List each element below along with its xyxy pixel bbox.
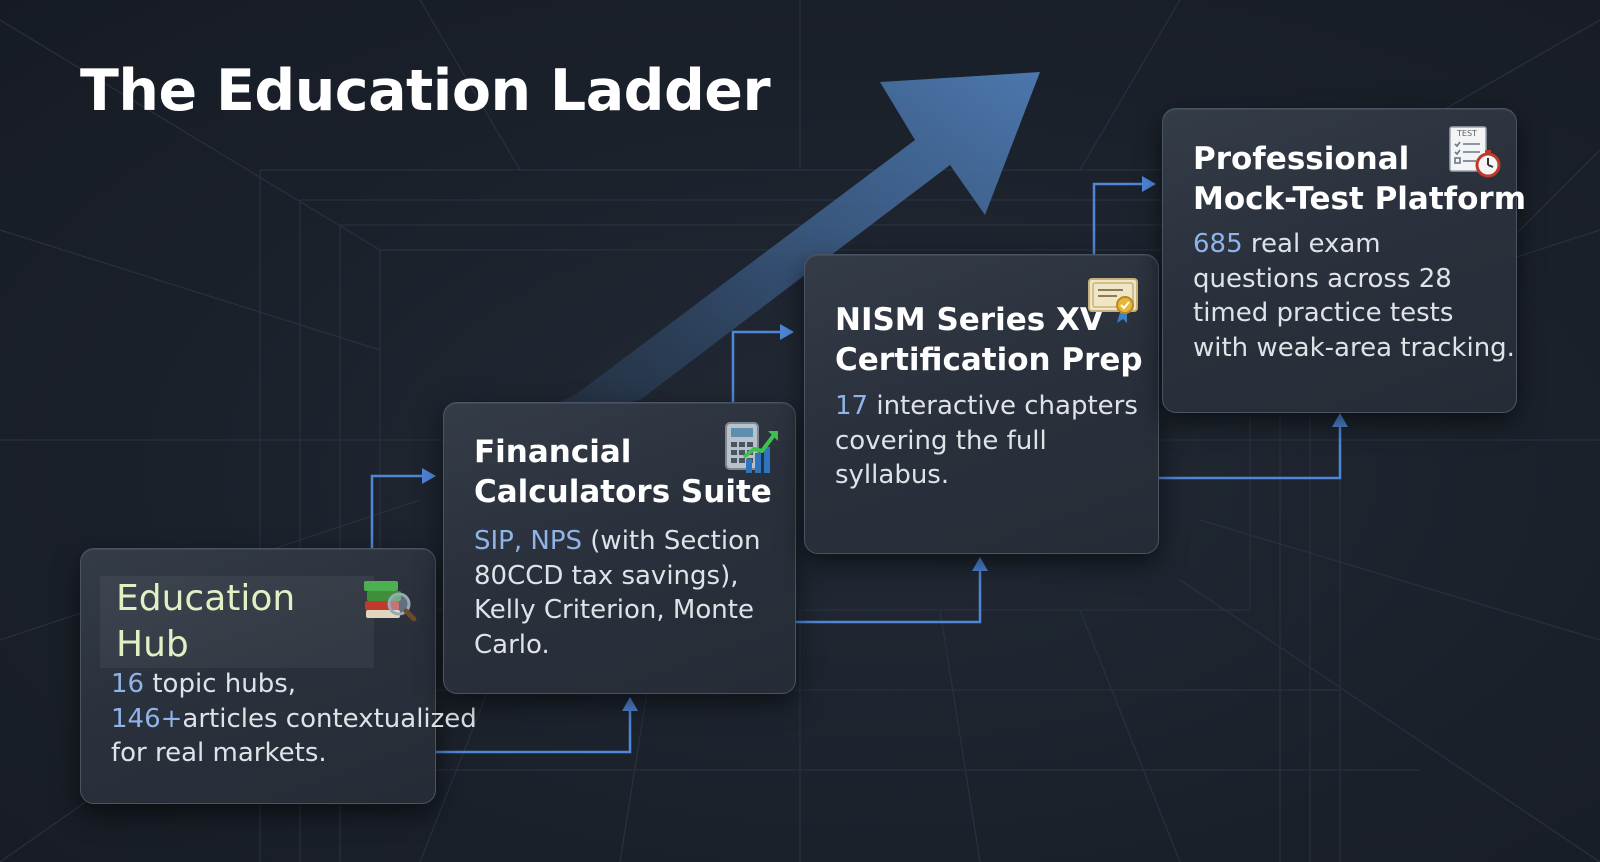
card-title-line: Professional <box>1193 141 1410 177</box>
card-description: 16 topic hubs, 146+articles contextualiz… <box>111 667 477 771</box>
card-description: 685 real exam questions across 28 timed … <box>1193 227 1515 365</box>
connector-calculators-to-nism <box>731 330 782 402</box>
connector-nism-bottom-to-mocktest <box>1159 424 1342 480</box>
card-title-line: Certification Prep <box>835 342 1143 378</box>
card-description-line: Carlo. <box>474 629 550 660</box>
test-label: TEST <box>1456 129 1477 138</box>
step-card-mock-test-platform: Professional Mock-Test Platform TEST 685… <box>1162 108 1526 413</box>
card-title-line: Financial <box>474 434 632 470</box>
highlight-text: SIP, NPS <box>474 526 583 556</box>
card-description-line: timed practice tests <box>1193 298 1454 328</box>
connector-calculators-bottom-to-nism <box>796 568 982 624</box>
card-title-line: Mock-Test Platform <box>1193 181 1527 217</box>
description-text: (with Section <box>582 526 761 556</box>
description-text: interactive chapters <box>868 391 1138 421</box>
card-description-line: with weak-area tracking. <box>1193 332 1515 363</box>
growth-arrow <box>520 72 1040 420</box>
card-description-line: syllabus. <box>835 460 950 490</box>
card-description-line: 80CCD tax savings), <box>474 560 739 591</box>
card-description-line: questions across 28 <box>1193 263 1452 294</box>
card-description-line: covering the full <box>835 425 1047 456</box>
card-description-line: 17 interactive chapters <box>835 389 1138 424</box>
connector-hub-bottom-to-calculators <box>436 708 632 754</box>
description-text: real exam <box>1242 229 1381 259</box>
card-description-line: 685 real exam <box>1193 227 1515 262</box>
card-description: SIP, NPS (with Section 80CCD tax savings… <box>474 524 760 662</box>
card-description-line: SIP, NPS (with Section <box>474 524 760 559</box>
card-description-line: for real markets. <box>111 738 327 768</box>
connector-hub-to-calculators <box>370 474 424 548</box>
highlight-number: 16 <box>111 669 145 699</box>
card-title-line: Calculators Suite <box>474 474 772 510</box>
calculator-chart-icon <box>725 422 778 473</box>
books-magnifier-icon <box>364 581 417 622</box>
highlight-number: 146+ <box>111 703 183 734</box>
step-card-education-hub: Education Hub 16 topic hubs, 146+article… <box>80 548 477 804</box>
highlight-number: 17 <box>835 391 869 421</box>
certificate-icon <box>1088 278 1138 323</box>
card-description-line: 146+articles contextualized <box>111 703 477 734</box>
card-title-line: Hub <box>100 622 374 668</box>
card-title: Education Hub <box>100 576 374 668</box>
highlight-number: 685 <box>1193 229 1243 259</box>
step-card-financial-calculators: Financial Calculators Suite SIP, NPS (wi… <box>443 402 796 694</box>
card-description: 17 interactive chapters covering the ful… <box>835 389 1138 493</box>
card-title: Professional Mock-Test Platform <box>1193 139 1526 219</box>
connector-nism-to-mocktest <box>1092 182 1144 254</box>
description-text: topic hubs, <box>144 669 297 699</box>
card-title: Financial Calculators Suite <box>474 432 772 512</box>
card-description-line: Kelly Criterion, Monte <box>474 595 754 625</box>
step-card-nism-certification: NISM Series XV Certification Prep 17 int… <box>804 254 1159 554</box>
card-title: NISM Series XV Certification Prep <box>835 300 1143 380</box>
page-title: The Education Ladder <box>80 58 771 124</box>
test-sheet-timer-icon: TEST <box>1449 126 1501 178</box>
card-title-line: Education <box>100 576 374 622</box>
card-description-line: 16 topic hubs, <box>111 667 477 702</box>
card-title-line: NISM Series XV <box>835 302 1104 338</box>
